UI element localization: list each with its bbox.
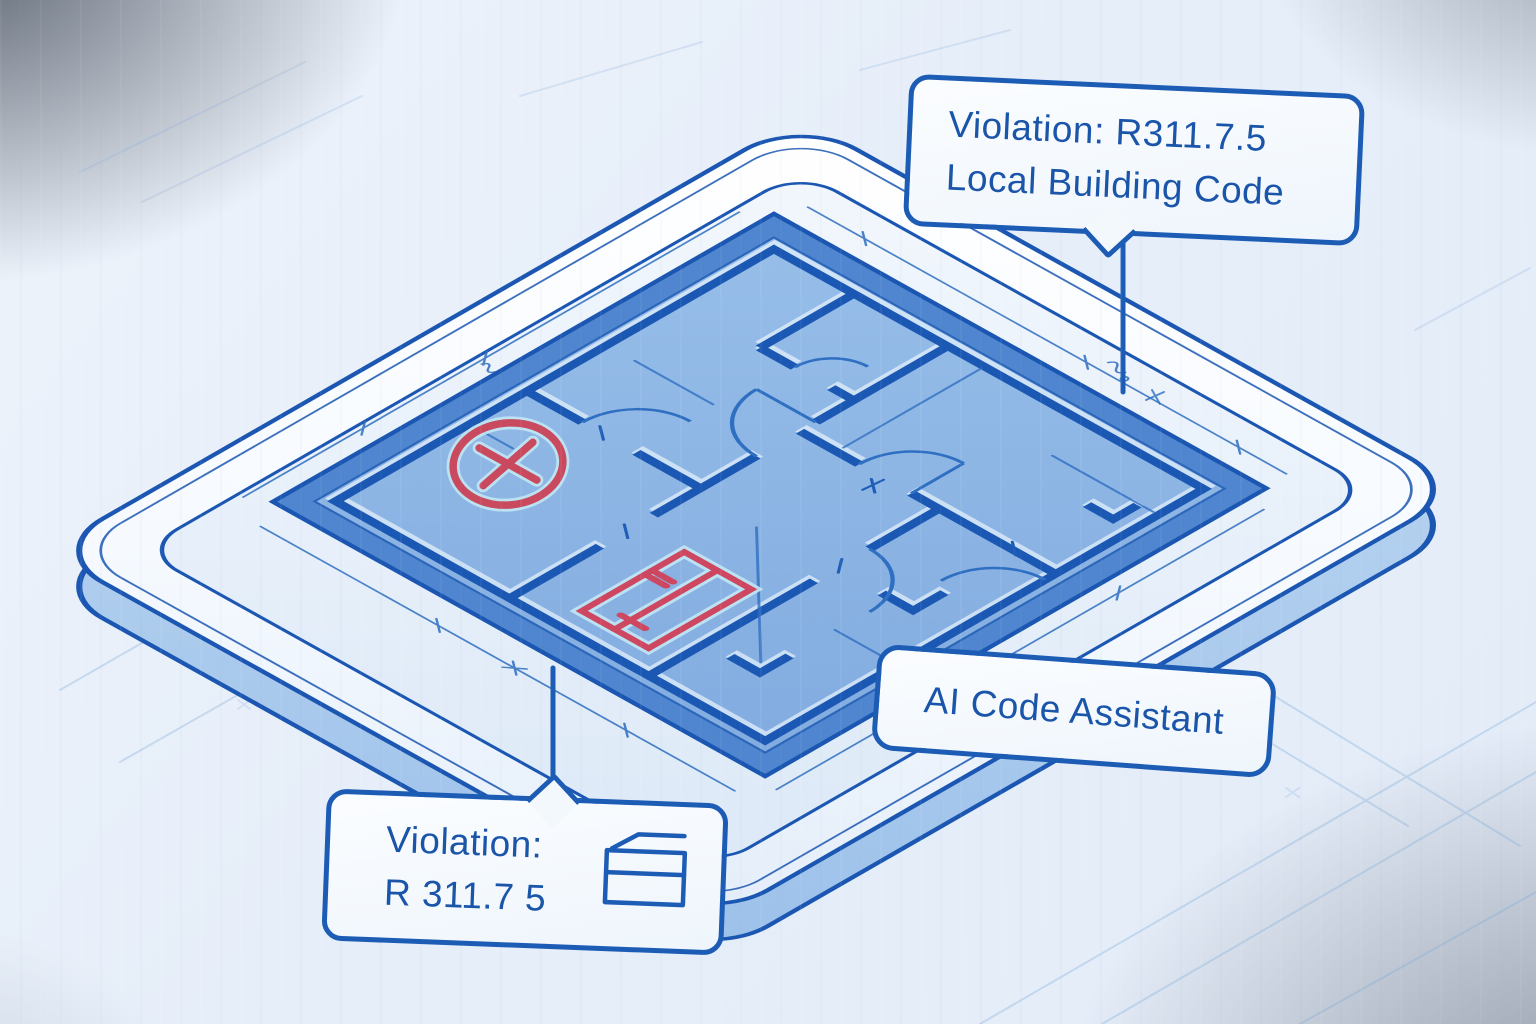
pointer-line-end-tick [1145,389,1165,405]
violation-stair-callout: Violation: R 311.7 5 [321,772,729,956]
violation-code-callout: Violation: R311.7.5 Local Building Code [902,73,1366,259]
door-arcs [580,357,1047,613]
folder-icon [597,828,693,926]
ai-code-assistant-label: AI Code Assistant [922,679,1226,742]
floorplan [333,246,1206,741]
violation-stair-line2: R 311.7 5 [383,871,547,919]
tablet-body [76,134,1437,906]
violation-stair-line1: Violation: [385,819,544,867]
violation-stairs-outline [569,545,764,656]
violation-x-marker [446,416,570,512]
dimension-ticks [598,425,1018,574]
